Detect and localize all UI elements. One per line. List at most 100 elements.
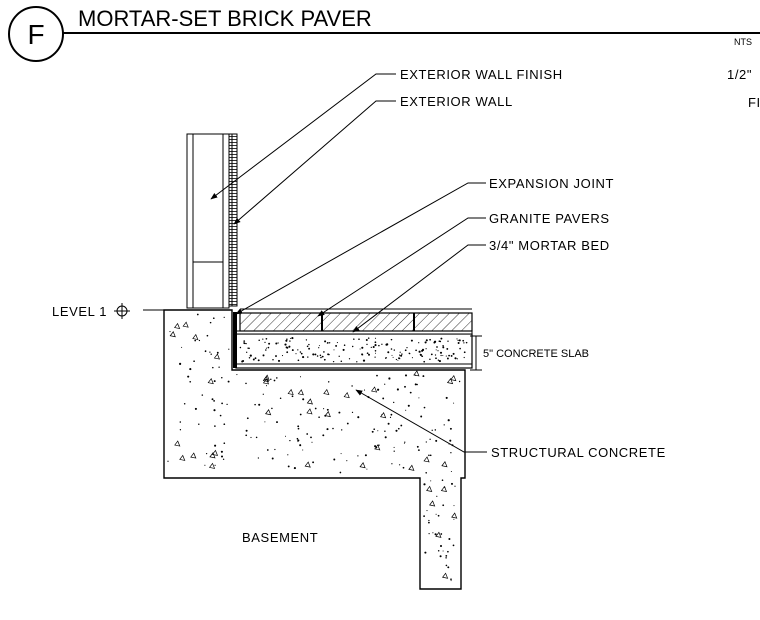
stipple-dot: [346, 460, 348, 462]
stipple-dot: [430, 480, 432, 482]
stipple-dot: [441, 479, 444, 481]
aggregate-mark: [213, 353, 220, 360]
stipple-dot: [357, 455, 359, 457]
aggregate-mark: [211, 449, 219, 456]
stipple-dot: [400, 354, 403, 357]
slab-dimension: 5" CONCRETE SLAB: [470, 335, 589, 371]
stipple-dot: [378, 344, 380, 347]
aggregate-mark: [442, 572, 449, 579]
stipple-dot: [429, 454, 432, 457]
stipple-dot: [205, 452, 208, 455]
aggregate-mark: [441, 461, 448, 468]
stipple-dot: [433, 341, 436, 343]
stipple-dot: [312, 461, 315, 464]
stipple-dot: [399, 351, 401, 353]
stipple-dot: [220, 455, 224, 458]
stipple-dot: [431, 429, 433, 431]
stipple-dot: [321, 355, 324, 358]
aggregate-mark: [306, 398, 313, 405]
stipple-dot: [272, 359, 274, 361]
stipple-dot: [348, 358, 351, 360]
stipple-dot: [409, 391, 412, 394]
stipple-dot: [374, 341, 377, 344]
stipple-dot: [257, 359, 260, 362]
stipple-dot: [277, 359, 281, 362]
exterior-wall: [186, 133, 230, 309]
stipple-dot: [213, 400, 215, 402]
stipple-dot: [204, 350, 207, 352]
stipple-dot: [220, 450, 223, 453]
stipple-dot: [314, 407, 317, 410]
stipple-dot: [459, 347, 461, 350]
stipple-dot: [287, 465, 290, 468]
stipple-dot: [357, 416, 360, 419]
stipple-dot: [440, 337, 443, 340]
stipple-dot: [338, 355, 340, 357]
stipple-dot: [223, 442, 226, 445]
stipple-dot: [402, 466, 405, 469]
stipple-dot: [437, 350, 439, 352]
stipple-dot: [452, 544, 455, 547]
granite-pavers-label: GRANITE PAVERS: [489, 211, 610, 226]
stipple-dot: [323, 358, 326, 361]
stipple-dot: [448, 354, 450, 357]
stipple-dot: [435, 349, 437, 351]
stipple-dot: [254, 357, 257, 360]
stipple-dot: [216, 351, 219, 354]
stipple-dot: [418, 397, 420, 399]
stipple-dot: [310, 436, 312, 439]
stipple-dot: [445, 355, 447, 357]
stipple-dot: [424, 551, 427, 554]
stipple-dot: [398, 464, 401, 466]
structural-concrete: [143, 309, 466, 590]
aggregate-mark: [429, 500, 436, 507]
stipple-dot: [450, 482, 454, 485]
stipple-dot: [397, 359, 399, 361]
stipple-dot: [428, 454, 430, 457]
aggregate-mark: [370, 386, 378, 393]
stipple-dot: [442, 345, 444, 347]
stipple-dot: [284, 343, 287, 346]
stipple-dot: [458, 339, 461, 342]
aggregate-mark: [446, 377, 454, 385]
aggregate-mark: [413, 370, 420, 377]
stipple-dot: [419, 353, 423, 357]
stipple-dot: [268, 342, 271, 345]
aggregate-mark: [169, 331, 176, 338]
expansion-joint-label: EXPANSION JOINT: [489, 176, 614, 191]
stipple-dot: [258, 339, 260, 342]
stipple-dot: [358, 338, 360, 340]
stipple-dot: [377, 388, 380, 391]
stipple-dot: [432, 532, 434, 534]
stipple-dot: [368, 353, 370, 356]
stipple-dot: [189, 368, 192, 371]
stipple-dot: [257, 457, 260, 459]
level-label: LEVEL 1: [52, 304, 107, 319]
stipple-dot: [391, 463, 393, 465]
stipple-dot: [245, 382, 247, 385]
stipple-dot: [291, 395, 294, 398]
stipple-dot: [179, 362, 182, 365]
stipple-dot: [198, 423, 200, 425]
stipple-dot: [395, 429, 398, 432]
aggregate-mark: [208, 462, 216, 469]
aggregate-mark: [287, 388, 294, 396]
stipple-dot: [245, 434, 248, 437]
stipple-dot: [332, 427, 334, 430]
stipple-dot: [458, 380, 461, 383]
stipple-dot: [463, 356, 465, 359]
stipple-dot: [341, 429, 343, 431]
stipple-dot: [434, 533, 437, 536]
stipple-dot: [437, 514, 440, 517]
stipple-dot: [438, 360, 441, 363]
aggregate-mark: [190, 452, 197, 459]
detail-title: MORTAR-SET BRICK PAVER: [78, 6, 372, 31]
stipple-dot: [249, 354, 252, 357]
stipple-dot: [398, 357, 400, 360]
stipple-dot: [262, 338, 264, 340]
stipple-dot: [392, 356, 394, 358]
stipple-dot: [404, 441, 406, 443]
stipple-dot: [196, 313, 199, 316]
stipple-dot: [277, 342, 279, 344]
stipple-dot: [437, 359, 440, 361]
